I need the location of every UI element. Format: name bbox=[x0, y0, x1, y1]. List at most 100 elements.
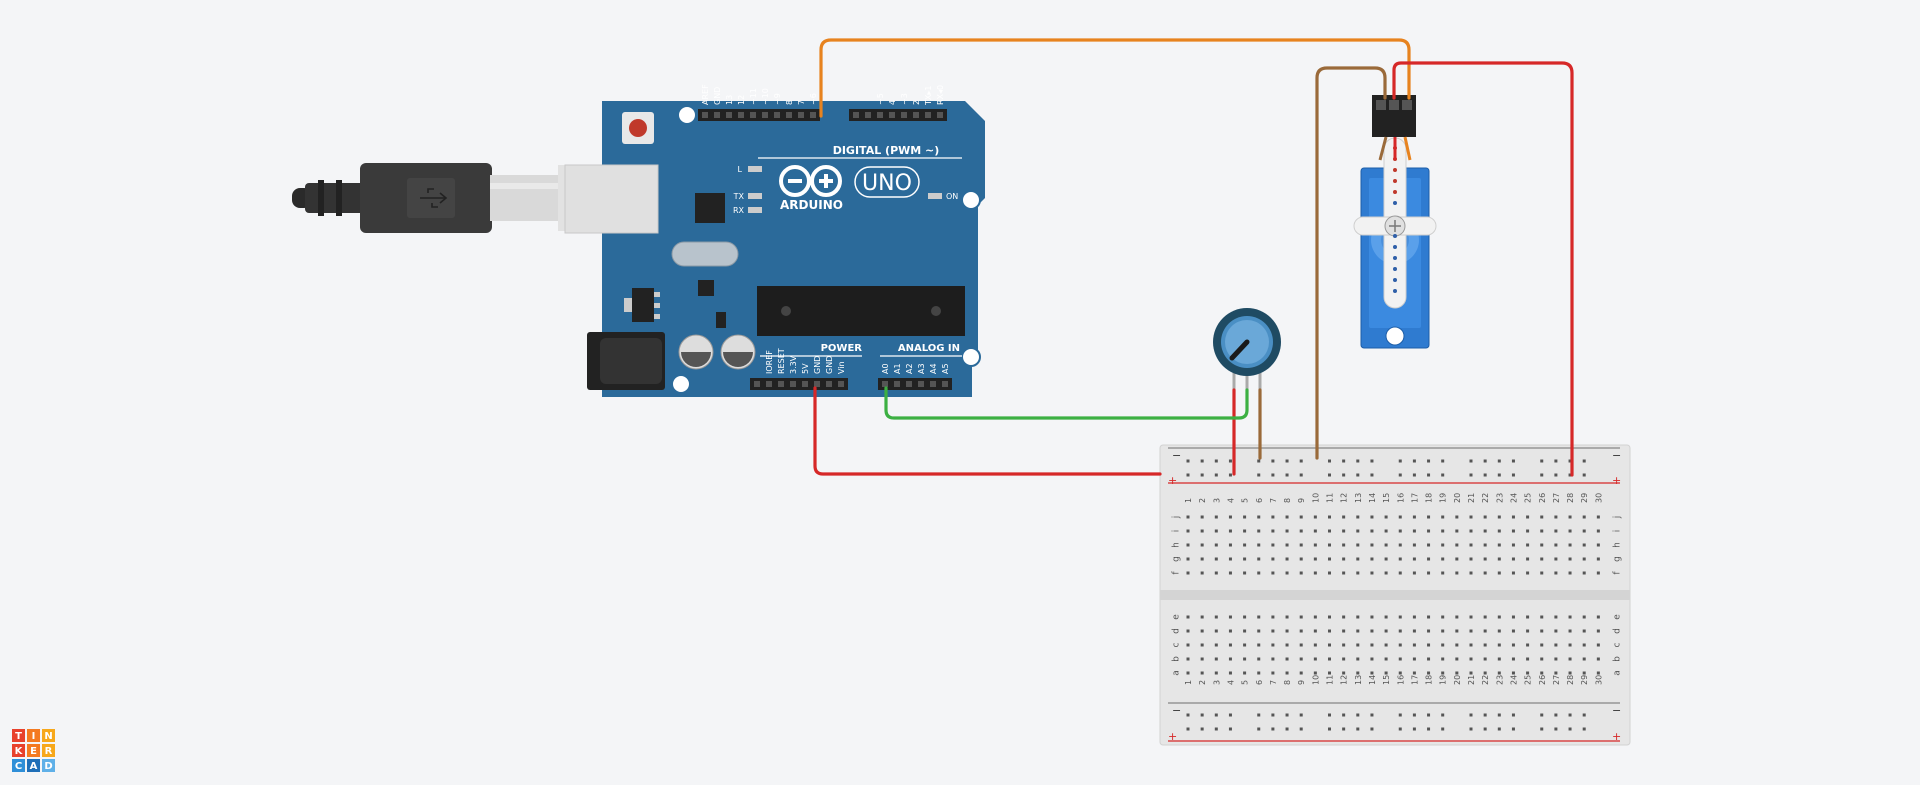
breadboard-hole[interactable] bbox=[1214, 643, 1218, 647]
breadboard-hole[interactable] bbox=[1356, 671, 1360, 675]
rail-hole[interactable] bbox=[1568, 459, 1572, 463]
breadboard-hole[interactable] bbox=[1455, 557, 1459, 561]
breadboard-hole[interactable] bbox=[1427, 529, 1431, 533]
header-pin[interactable] bbox=[930, 381, 936, 387]
breadboard-hole[interactable] bbox=[1285, 515, 1289, 519]
header-pin[interactable] bbox=[889, 112, 895, 118]
rail-hole[interactable] bbox=[1214, 459, 1218, 463]
breadboard-hole[interactable] bbox=[1526, 671, 1530, 675]
header-pin[interactable] bbox=[714, 112, 720, 118]
rail-hole[interactable] bbox=[1497, 473, 1501, 477]
header-pin[interactable] bbox=[913, 112, 919, 118]
rail-hole[interactable] bbox=[1186, 727, 1190, 731]
breadboard-hole[interactable] bbox=[1313, 629, 1317, 633]
breadboard-hole[interactable] bbox=[1596, 629, 1600, 633]
rail-hole[interactable] bbox=[1398, 459, 1402, 463]
breadboard-hole[interactable] bbox=[1540, 529, 1544, 533]
rail-hole[interactable] bbox=[1271, 713, 1275, 717]
rail-hole[interactable] bbox=[1511, 713, 1515, 717]
breadboard-hole[interactable] bbox=[1526, 515, 1530, 519]
breadboard-hole[interactable] bbox=[1313, 557, 1317, 561]
header-pin[interactable] bbox=[937, 112, 943, 118]
breadboard-hole[interactable] bbox=[1412, 657, 1416, 661]
breadboard-hole[interactable] bbox=[1285, 543, 1289, 547]
breadboard-hole[interactable] bbox=[1540, 543, 1544, 547]
breadboard-hole[interactable] bbox=[1441, 543, 1445, 547]
breadboard-hole[interactable] bbox=[1299, 571, 1303, 575]
breadboard-hole[interactable] bbox=[1243, 557, 1247, 561]
rail-hole[interactable] bbox=[1285, 473, 1289, 477]
breadboard-hole[interactable] bbox=[1596, 571, 1600, 575]
breadboard-hole[interactable] bbox=[1228, 557, 1232, 561]
breadboard-hole[interactable] bbox=[1342, 643, 1346, 647]
rail-hole[interactable] bbox=[1441, 713, 1445, 717]
breadboard-hole[interactable] bbox=[1243, 629, 1247, 633]
breadboard-hole[interactable] bbox=[1526, 615, 1530, 619]
breadboard-hole[interactable] bbox=[1370, 515, 1374, 519]
breadboard-hole[interactable] bbox=[1313, 543, 1317, 547]
breadboard-hole[interactable] bbox=[1596, 557, 1600, 561]
breadboard-hole[interactable] bbox=[1398, 557, 1402, 561]
breadboard-hole[interactable] bbox=[1271, 557, 1275, 561]
rail-hole[interactable] bbox=[1285, 727, 1289, 731]
breadboard-hole[interactable] bbox=[1469, 629, 1473, 633]
rail-hole[interactable] bbox=[1412, 459, 1416, 463]
breadboard-hole[interactable] bbox=[1186, 629, 1190, 633]
rail-hole[interactable] bbox=[1412, 473, 1416, 477]
breadboard-hole[interactable] bbox=[1455, 657, 1459, 661]
breadboard-hole[interactable] bbox=[1271, 571, 1275, 575]
breadboard-hole[interactable] bbox=[1483, 571, 1487, 575]
rail-hole[interactable] bbox=[1342, 713, 1346, 717]
breadboard-hole[interactable] bbox=[1228, 615, 1232, 619]
breadboard-hole[interactable] bbox=[1271, 643, 1275, 647]
header-pin[interactable] bbox=[877, 112, 883, 118]
breadboard-hole[interactable] bbox=[1200, 615, 1204, 619]
breadboard-hole[interactable] bbox=[1398, 529, 1402, 533]
rail-hole[interactable] bbox=[1342, 473, 1346, 477]
breadboard-hole[interactable] bbox=[1384, 515, 1388, 519]
header-pin[interactable] bbox=[750, 112, 756, 118]
breadboard-hole[interactable] bbox=[1214, 657, 1218, 661]
breadboard-hole[interactable] bbox=[1511, 543, 1515, 547]
breadboard-hole[interactable] bbox=[1384, 571, 1388, 575]
breadboard-hole[interactable] bbox=[1596, 515, 1600, 519]
breadboard-hole[interactable] bbox=[1398, 543, 1402, 547]
rail-hole[interactable] bbox=[1328, 473, 1331, 477]
breadboard-hole[interactable] bbox=[1582, 615, 1586, 619]
breadboard-hole[interactable] bbox=[1214, 557, 1218, 561]
breadboard-hole[interactable] bbox=[1483, 615, 1487, 619]
breadboard-hole[interactable] bbox=[1186, 529, 1190, 533]
breadboard-hole[interactable] bbox=[1257, 543, 1261, 547]
rail-hole[interactable] bbox=[1427, 473, 1431, 477]
breadboard-hole[interactable] bbox=[1299, 615, 1303, 619]
breadboard-hole[interactable] bbox=[1398, 657, 1402, 661]
breadboard-hole[interactable] bbox=[1285, 615, 1289, 619]
breadboard-hole[interactable] bbox=[1186, 515, 1190, 519]
breadboard-hole[interactable] bbox=[1412, 615, 1416, 619]
breadboard-hole[interactable] bbox=[1328, 515, 1331, 519]
rail-hole[interactable] bbox=[1186, 713, 1190, 717]
rail-hole[interactable] bbox=[1370, 713, 1374, 717]
header-pin[interactable] bbox=[738, 112, 744, 118]
breadboard-hole[interactable] bbox=[1200, 571, 1204, 575]
breadboard-hole[interactable] bbox=[1299, 557, 1303, 561]
header-pin[interactable] bbox=[894, 381, 900, 387]
wire-signal-pin9-to-servo[interactable] bbox=[819, 38, 1411, 118]
rail-hole[interactable] bbox=[1257, 727, 1261, 731]
breadboard-hole[interactable] bbox=[1568, 557, 1572, 561]
breadboard-hole[interactable] bbox=[1342, 529, 1346, 533]
breadboard-hole[interactable] bbox=[1384, 543, 1388, 547]
rail-hole[interactable] bbox=[1568, 473, 1572, 477]
rail-hole[interactable] bbox=[1228, 727, 1232, 731]
breadboard-hole[interactable] bbox=[1186, 643, 1190, 647]
breadboard-hole[interactable] bbox=[1370, 629, 1374, 633]
breadboard-hole[interactable] bbox=[1271, 615, 1275, 619]
breadboard-hole[interactable] bbox=[1299, 515, 1303, 519]
breadboard-hole[interactable] bbox=[1497, 629, 1501, 633]
rail-hole[interactable] bbox=[1554, 713, 1558, 717]
wire-pot-wiper-to-a0[interactable] bbox=[884, 386, 1249, 420]
breadboard-hole[interactable] bbox=[1441, 529, 1445, 533]
rail-hole[interactable] bbox=[1299, 713, 1303, 717]
breadboard-hole[interactable] bbox=[1568, 529, 1572, 533]
rail-hole[interactable] bbox=[1441, 727, 1445, 731]
